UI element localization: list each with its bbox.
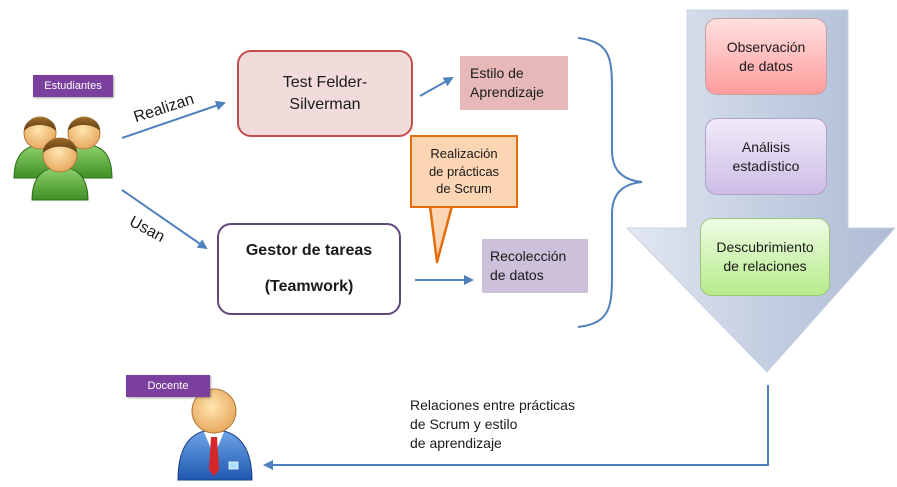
students-tag-label: Estudiantes [44,80,102,92]
step-descubrimiento-label: Descubrimiento de relaciones [716,239,814,274]
step-observacion-datos: Observación de datos [705,18,827,95]
test-to-estilo-arrow [419,77,454,97]
teacher-icon [177,388,253,481]
estilo-aprendizaje-box: Estilo de Aprendizaje [460,56,568,110]
step-observacion-label: Observación de datos [726,38,806,74]
gestor-line2: (Teamwork) [264,278,354,295]
realizan-arrow [121,100,226,139]
teacher-tag: Docente [126,375,210,397]
scrum-practices-callout-label: Realización de prácticas de Scrum [428,146,500,197]
step-analisis-estadistico: Análisis estadístico [705,118,827,195]
step-analisis-label: Análisis estadístico [732,138,800,174]
grouping-brace [577,37,643,328]
gestor-de-tareas-box: Gestor de tareas (Teamwork) [217,223,401,315]
scrum-practices-callout: Realización de prácticas de Scrum [410,135,518,208]
gestor-line1: Gestor de tareas [245,242,373,259]
estilo-aprendizaje-label: Estilo de Aprendizaje [470,65,544,100]
recoleccion-datos-box: Recolección de datos [482,239,588,293]
students-tag: Estudiantes [33,75,113,97]
step-descubrimiento-relaciones: Descubrimiento de relaciones [700,218,830,296]
recoleccion-datos-label: Recolección de datos [490,248,567,283]
result-relations-text: Relaciones entre prácticas de Scrum y es… [410,397,575,451]
usan-arrow [121,189,208,250]
callout-pointer [428,204,454,264]
teacher-tag-label: Docente [147,380,189,392]
test-felder-silverman-label: Test Felder- Silverman [282,73,368,113]
result-return-arrow [263,385,769,470]
students-group-icon [13,116,113,201]
test-felder-silverman-box: Test Felder- Silverman [237,50,413,137]
